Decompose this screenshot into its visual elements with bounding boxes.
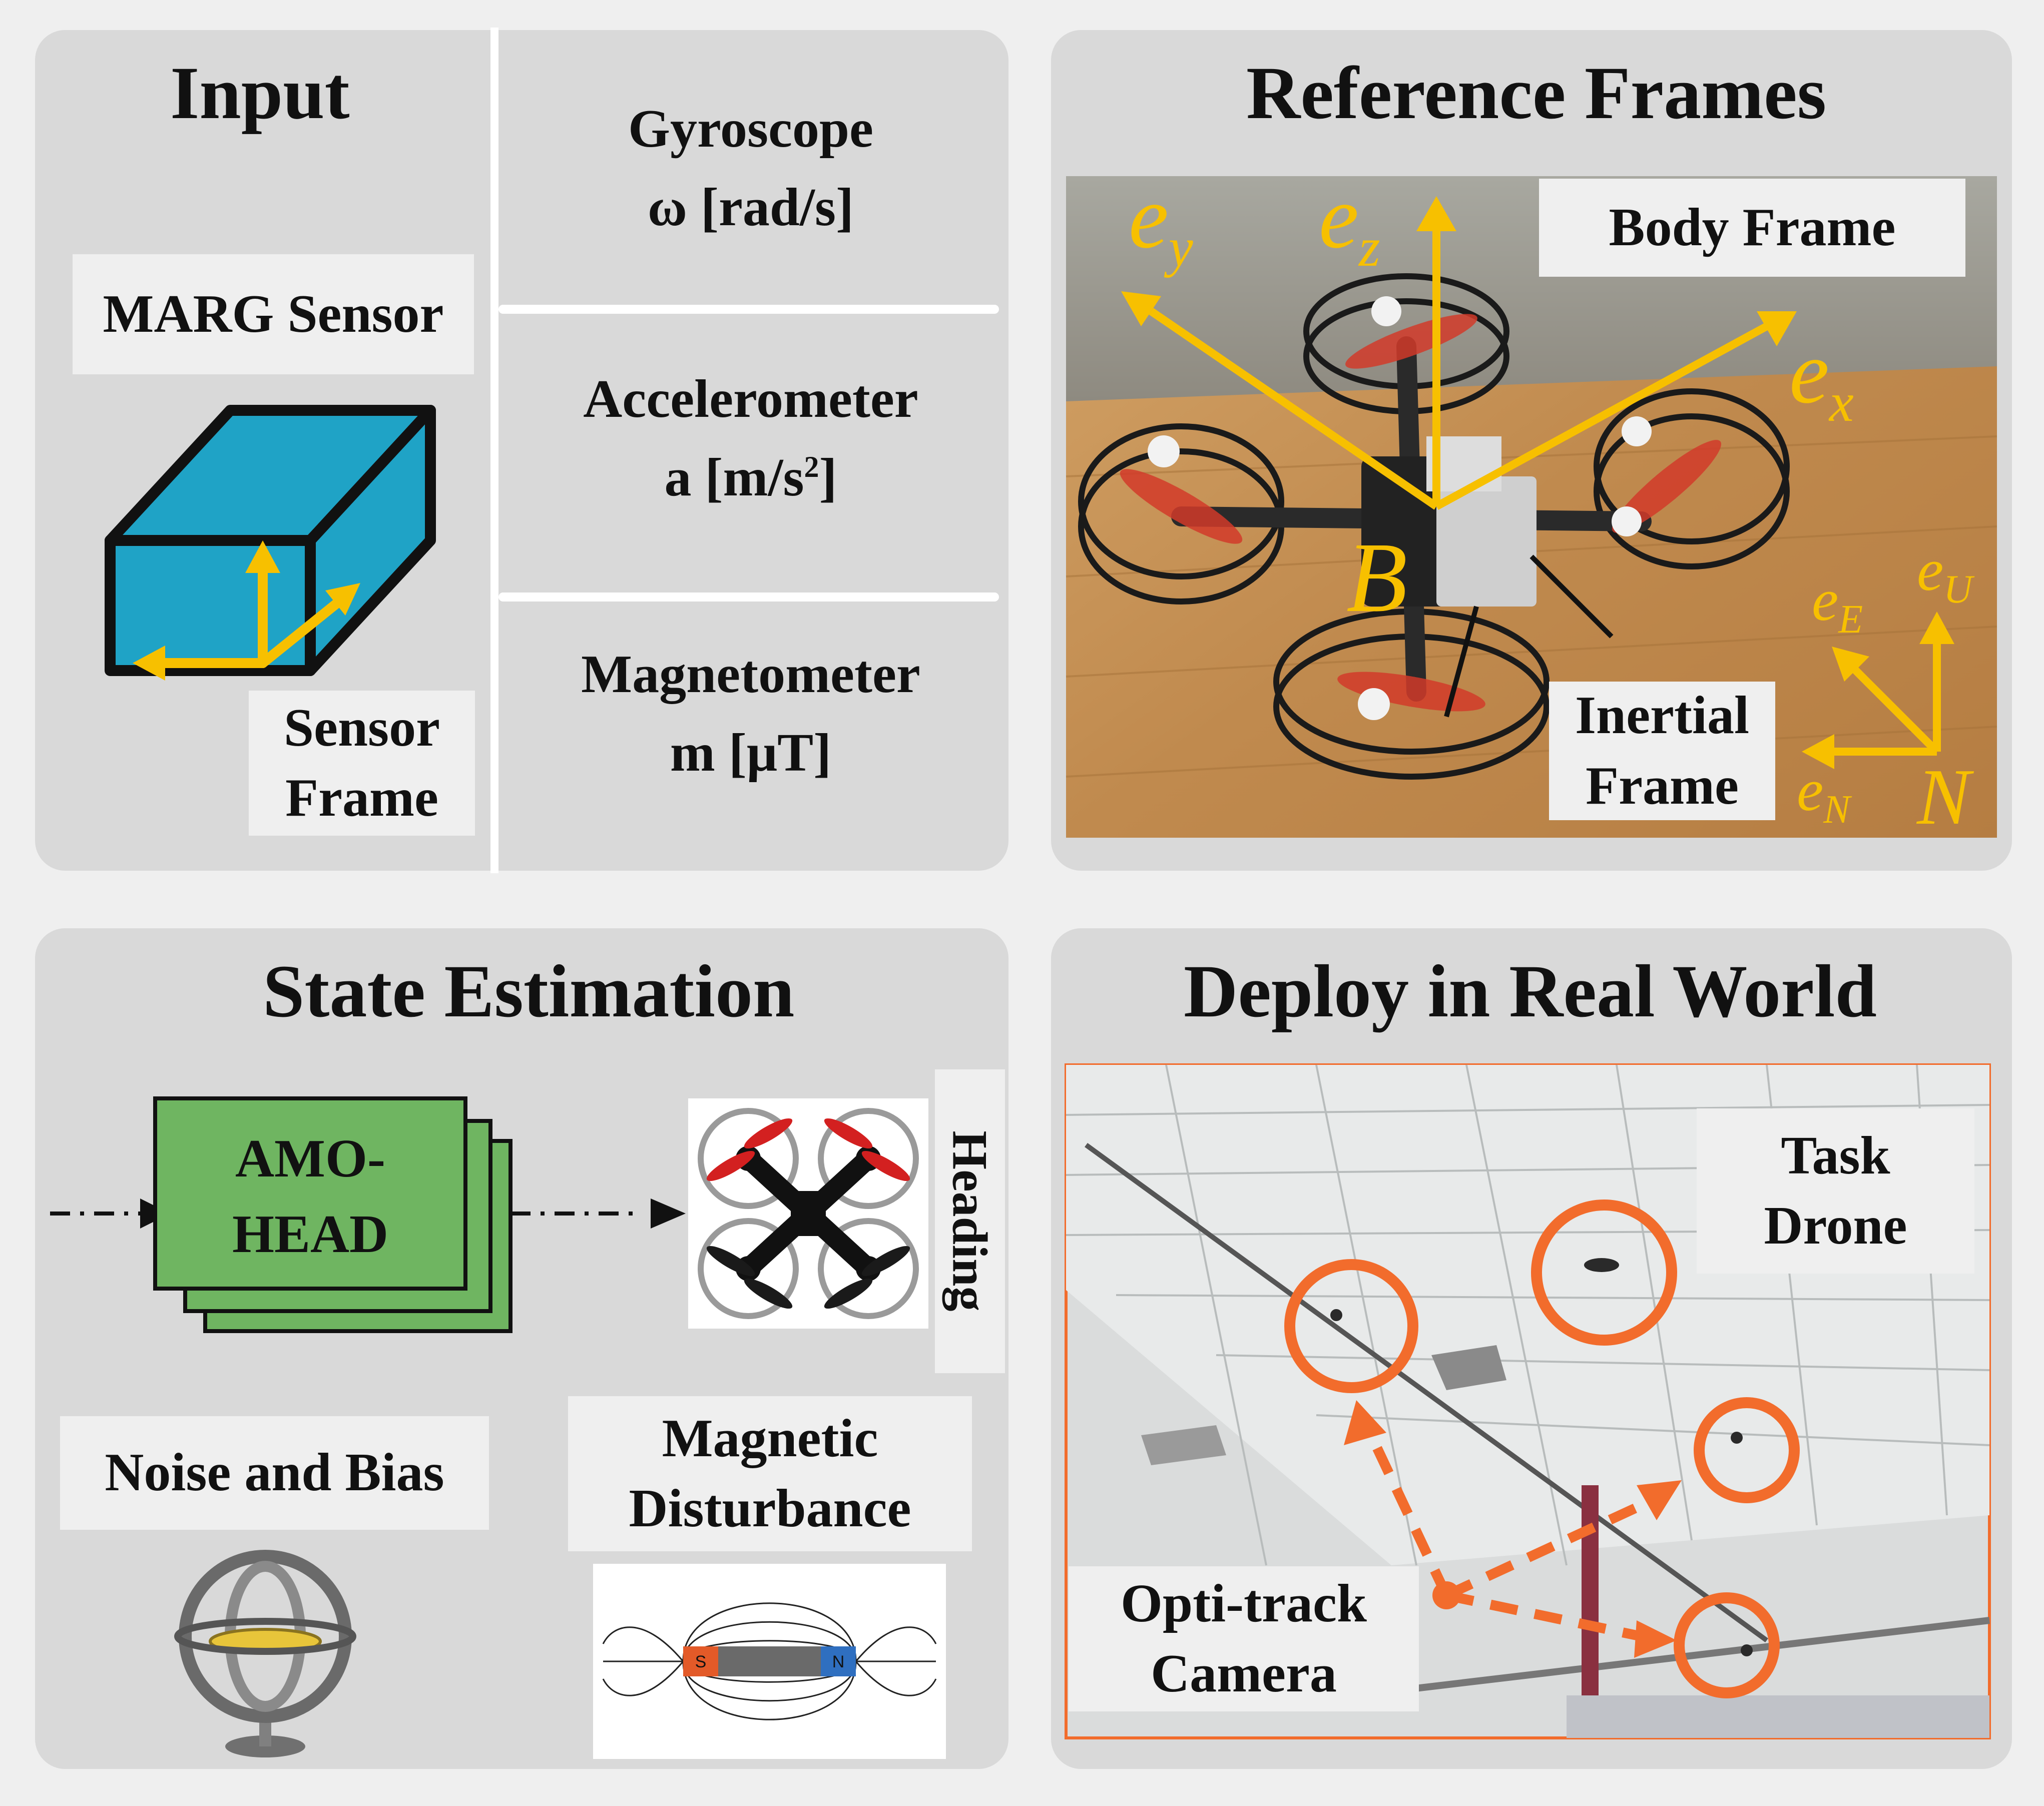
input-divider-2: [498, 592, 999, 601]
sensor-frame-line1: Sensor: [283, 698, 440, 758]
body-frame-label: Body Frame: [1539, 179, 1965, 277]
deploy-title: Deploy in Real World: [1184, 950, 1877, 1033]
magnet-field-icon: S N: [593, 1564, 946, 1759]
camera-circle-3: [1674, 1592, 1780, 1698]
camera-circle-2: [1694, 1397, 1800, 1503]
magnetometer-unit: m [μT]: [670, 723, 832, 783]
inertial-frame-label: Inertial Frame: [1549, 682, 1775, 820]
gyroscope-unit: ω [rad/s]: [648, 177, 854, 237]
inertial-origin-label: N: [1917, 752, 1970, 841]
body-origin-label: B: [1346, 522, 1408, 633]
input-divider-1: [498, 305, 999, 314]
gyroscope-block: Gyroscope ω [rad/s]: [500, 90, 1001, 247]
reference-frames-title: Reference Frames: [1246, 52, 1827, 135]
magnet-s-label: S: [695, 1652, 707, 1671]
gyroscope-name: Gyroscope: [628, 99, 873, 159]
amo-head-label: AMO- HEAD: [232, 1129, 389, 1265]
magnetometer-name: Magnetometer: [581, 645, 920, 704]
axis-ey-label: ey: [1129, 167, 1193, 278]
drone-icon: [688, 1098, 928, 1329]
amo-head-diagram: [50, 1096, 686, 1333]
state-estimation-title: State Estimation: [263, 950, 795, 1033]
inertial-frame-line1: Inertial: [1575, 686, 1749, 746]
marg-sensor-box-icon: [105, 405, 436, 681]
heading-label-box: [935, 1069, 1005, 1373]
accelerometer-block: Accelerometer a [m/s2]: [500, 360, 1001, 517]
body-frame-axes: [1121, 196, 1954, 769]
magnetic-disturbance-label: Magnetic Disturbance: [568, 1396, 972, 1551]
heading-label: Heading: [942, 1130, 998, 1312]
accelerometer-unit: a [m/s2]: [664, 447, 837, 507]
axis-eU-label: eU: [1917, 536, 1973, 612]
magnetometer-block: Magnetometer m [μT]: [500, 636, 1001, 792]
gyroscope-icon: [174, 1550, 356, 1757]
tracking-highlights: [1284, 1199, 1800, 1698]
task-drone-label: Task Drone: [1697, 1108, 1974, 1274]
axis-ez-label: ez: [1319, 167, 1380, 278]
marg-sensor-label: MARG Sensor: [73, 254, 474, 374]
camera-circle-1: [1284, 1259, 1418, 1393]
sensor-frame-label: Sensor Frame: [249, 691, 475, 836]
task-drone-circle: [1531, 1199, 1677, 1346]
inertial-frame-line2: Frame: [1586, 756, 1739, 816]
axis-ex-label: ex: [1789, 322, 1854, 433]
input-vertical-divider: [490, 28, 498, 873]
input-title: Input: [170, 52, 350, 135]
accelerometer-name: Accelerometer: [583, 369, 918, 429]
axis-eE-label: eE: [1812, 566, 1863, 642]
magnet-n-label: N: [832, 1652, 845, 1671]
sensor-frame-line2: Frame: [285, 768, 438, 828]
noise-bias-label: Noise and Bias: [60, 1416, 489, 1530]
axis-eN-label: eN: [1797, 757, 1850, 832]
optitrack-camera-label: Opti-track Camera: [1069, 1566, 1419, 1711]
